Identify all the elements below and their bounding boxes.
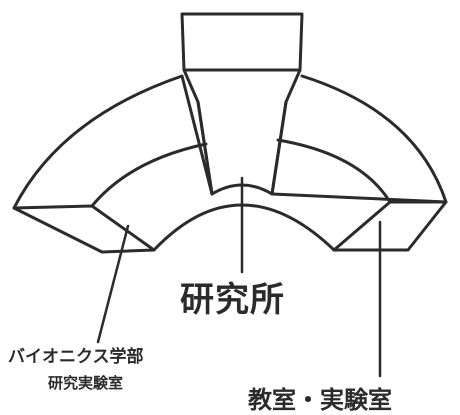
research-institute-label: 研究所 — [180, 280, 285, 320]
left-wing-inner-band — [90, 142, 208, 208]
tower-top-block — [180, 12, 304, 72]
right-wing-outer — [270, 74, 448, 204]
left-wing-outer — [12, 74, 214, 210]
left-wing-end — [12, 204, 156, 254]
inner-courtyard-arc — [152, 203, 336, 252]
funnel-ridge-left — [196, 100, 214, 196]
classroom-lab-label: 教室・実験室 — [248, 386, 392, 414]
left-leader-line — [96, 224, 130, 344]
funnel-ridge-right — [270, 100, 288, 196]
right-wing-inner-band — [276, 138, 392, 204]
research-lab-label: 研究実験室 — [48, 374, 124, 392]
bionics-faculty-label: バイオニクス学部 — [8, 347, 144, 367]
right-wing-end — [332, 200, 448, 252]
